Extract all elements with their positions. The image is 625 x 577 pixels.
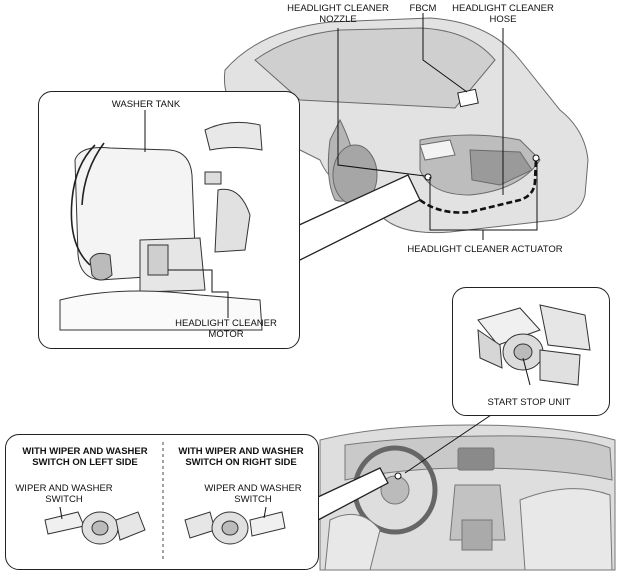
car-illustration <box>223 17 589 234</box>
headlight-cleaner-actuator-label: HEADLIGHT CLEANER ACTUATOR <box>407 244 563 255</box>
wiper-washer-switch-panel <box>5 434 319 570</box>
fbcm-label: FBCM <box>409 3 437 14</box>
washer-tank-label: WASHER TANK <box>111 99 181 110</box>
headlight-cleaner-hose-route <box>419 159 538 214</box>
start-stop-unit-label: START STOP UNIT <box>487 397 571 408</box>
